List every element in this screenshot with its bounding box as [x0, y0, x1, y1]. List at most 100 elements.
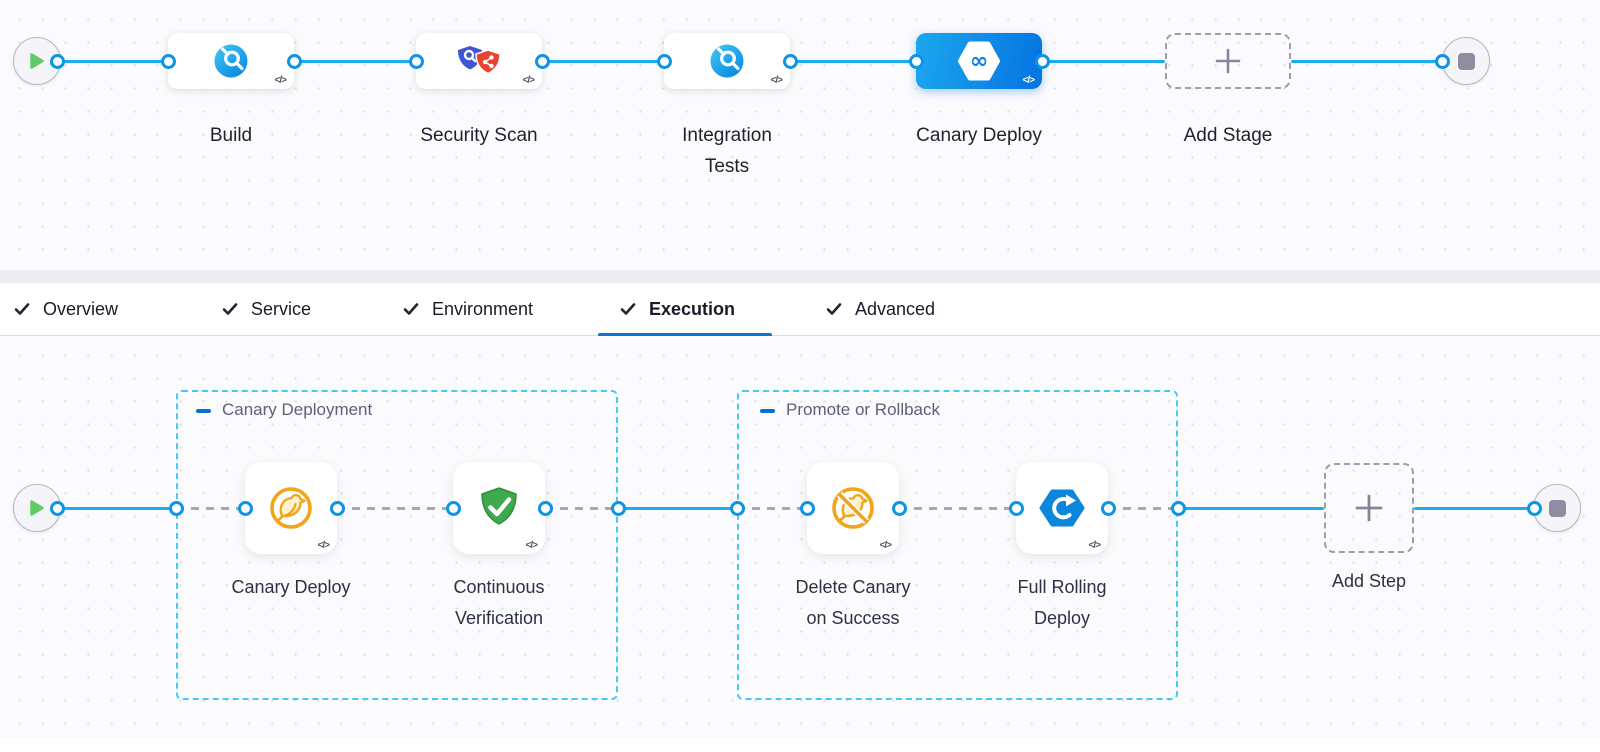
- add-stage-button[interactable]: [1165, 33, 1291, 89]
- edge-dashed: [176, 506, 245, 510]
- stage-card-build[interactable]: </>: [168, 33, 294, 89]
- step-card-full-rolling-deploy[interactable]: </>: [1016, 462, 1108, 554]
- canary-delete-icon: [832, 487, 874, 529]
- yaml-template-icon[interactable]: </>: [1022, 75, 1036, 86]
- check-icon: [14, 303, 30, 315]
- connector-port[interactable]: [610, 500, 626, 516]
- edge: [1042, 59, 1165, 63]
- stage-label: Canary Deploy: [916, 125, 1042, 146]
- stage-label: Build: [209, 125, 253, 146]
- yaml-template-icon[interactable]: </>: [1088, 540, 1102, 551]
- add-step-button[interactable]: [1324, 463, 1414, 553]
- step-label: Add Step: [1331, 571, 1407, 591]
- plus-icon: [1215, 48, 1241, 74]
- edge: [1291, 59, 1442, 63]
- execution-graph-canvas[interactable]: Canary Deployment Promote or Rollback: [0, 336, 1600, 752]
- step-label: Full Rolling Deploy: [1017, 577, 1107, 628]
- stage-config-tabs: Overview Service Environment Execution: [0, 283, 1600, 336]
- edge-dashed: [545, 506, 618, 510]
- connector-port[interactable]: [799, 500, 815, 516]
- yaml-template-icon[interactable]: </>: [770, 75, 784, 86]
- connector-port[interactable]: [537, 500, 553, 516]
- stage-card-canary-deploy[interactable]: ∞ </>: [916, 33, 1042, 89]
- stage-graph-canvas[interactable]: </> </>: [0, 0, 1600, 270]
- connector-port[interactable]: [1526, 500, 1542, 516]
- edge-dashed: [899, 506, 1016, 510]
- connector-port[interactable]: [534, 53, 550, 69]
- ci-build-icon: [710, 44, 744, 78]
- connector-port[interactable]: [656, 53, 672, 69]
- scrollbar-track: [0, 738, 1600, 752]
- tab-overview[interactable]: Overview: [14, 283, 118, 335]
- connector-port[interactable]: [891, 500, 907, 516]
- rolling-deploy-icon: [1039, 489, 1085, 527]
- collapse-group-icon[interactable]: [196, 409, 211, 413]
- step-group-title: Canary Deployment: [222, 400, 373, 419]
- connector-port[interactable]: [329, 500, 345, 516]
- tab-label: Execution: [649, 298, 736, 319]
- connector-port[interactable]: [160, 53, 176, 69]
- tab-advanced[interactable]: Advanced: [826, 283, 935, 335]
- edge: [57, 59, 168, 63]
- connector-port[interactable]: [1170, 500, 1186, 516]
- tab-service[interactable]: Service: [222, 283, 311, 335]
- tab-execution[interactable]: Execution: [598, 283, 772, 336]
- check-icon: [403, 303, 419, 315]
- step-group-canary-deployment[interactable]: [176, 390, 618, 700]
- connector-port[interactable]: [1034, 53, 1050, 69]
- step-card-delete-canary-on-success[interactable]: </>: [807, 462, 899, 554]
- execution-start-node: [13, 484, 61, 532]
- connector-port[interactable]: [1008, 500, 1024, 516]
- connector-port[interactable]: [782, 53, 798, 69]
- step-card-canary-deploy[interactable]: </>: [245, 462, 337, 554]
- connector-port[interactable]: [49, 53, 65, 69]
- yaml-template-icon[interactable]: </>: [274, 75, 288, 86]
- connector-port[interactable]: [729, 500, 745, 516]
- connector-port[interactable]: [445, 500, 461, 516]
- ci-build-icon: [214, 44, 248, 78]
- tab-label: Overview: [43, 298, 119, 319]
- tab-environment[interactable]: Environment: [403, 283, 533, 335]
- edge-dashed: [1108, 506, 1178, 510]
- edge: [294, 59, 416, 63]
- check-icon: [222, 303, 238, 315]
- tab-label: Advanced: [855, 298, 936, 319]
- connector-port[interactable]: [908, 53, 924, 69]
- yaml-template-icon[interactable]: </>: [522, 75, 536, 86]
- connector-port[interactable]: [1100, 500, 1116, 516]
- stop-icon: [1548, 499, 1566, 517]
- step-label: Delete Canary on Success: [795, 577, 911, 628]
- connector-port[interactable]: [286, 53, 302, 69]
- step-card-continuous-verification[interactable]: </>: [453, 462, 545, 554]
- step-label: Canary Deploy: [231, 577, 351, 597]
- connector-port[interactable]: [408, 53, 424, 69]
- connector-port[interactable]: [168, 500, 184, 516]
- step-group-title: Promote or Rollback: [786, 400, 941, 419]
- connector-port[interactable]: [1434, 53, 1450, 69]
- stage-label: Security Scan: [420, 125, 538, 146]
- panel-divider: [0, 270, 1600, 283]
- edge: [57, 506, 176, 510]
- connector-port[interactable]: [49, 500, 65, 516]
- connector-port[interactable]: [237, 500, 253, 516]
- step-group-promote-or-rollback[interactable]: [737, 390, 1178, 700]
- active-tab-underline: [598, 333, 772, 336]
- play-icon: [30, 53, 44, 69]
- security-scan-shields-icon: [458, 46, 501, 75]
- stop-icon: [1457, 52, 1475, 70]
- stage-label: Add Stage: [1183, 125, 1273, 146]
- canary-bird-icon: [270, 487, 312, 529]
- tab-label: Service: [251, 298, 312, 319]
- stage-card-integration-tests[interactable]: </>: [664, 33, 790, 89]
- collapse-group-icon[interactable]: [760, 409, 775, 413]
- stage-card-security-scan[interactable]: </>: [416, 33, 542, 89]
- edge: [790, 59, 916, 63]
- edge-dashed: [737, 506, 807, 510]
- yaml-template-icon[interactable]: </>: [525, 540, 539, 551]
- play-icon: [30, 500, 44, 516]
- yaml-template-icon[interactable]: </>: [317, 540, 331, 551]
- yaml-template-icon[interactable]: </>: [879, 540, 893, 551]
- svg-text:∞: ∞: [970, 49, 988, 74]
- edge-dashed: [337, 506, 453, 510]
